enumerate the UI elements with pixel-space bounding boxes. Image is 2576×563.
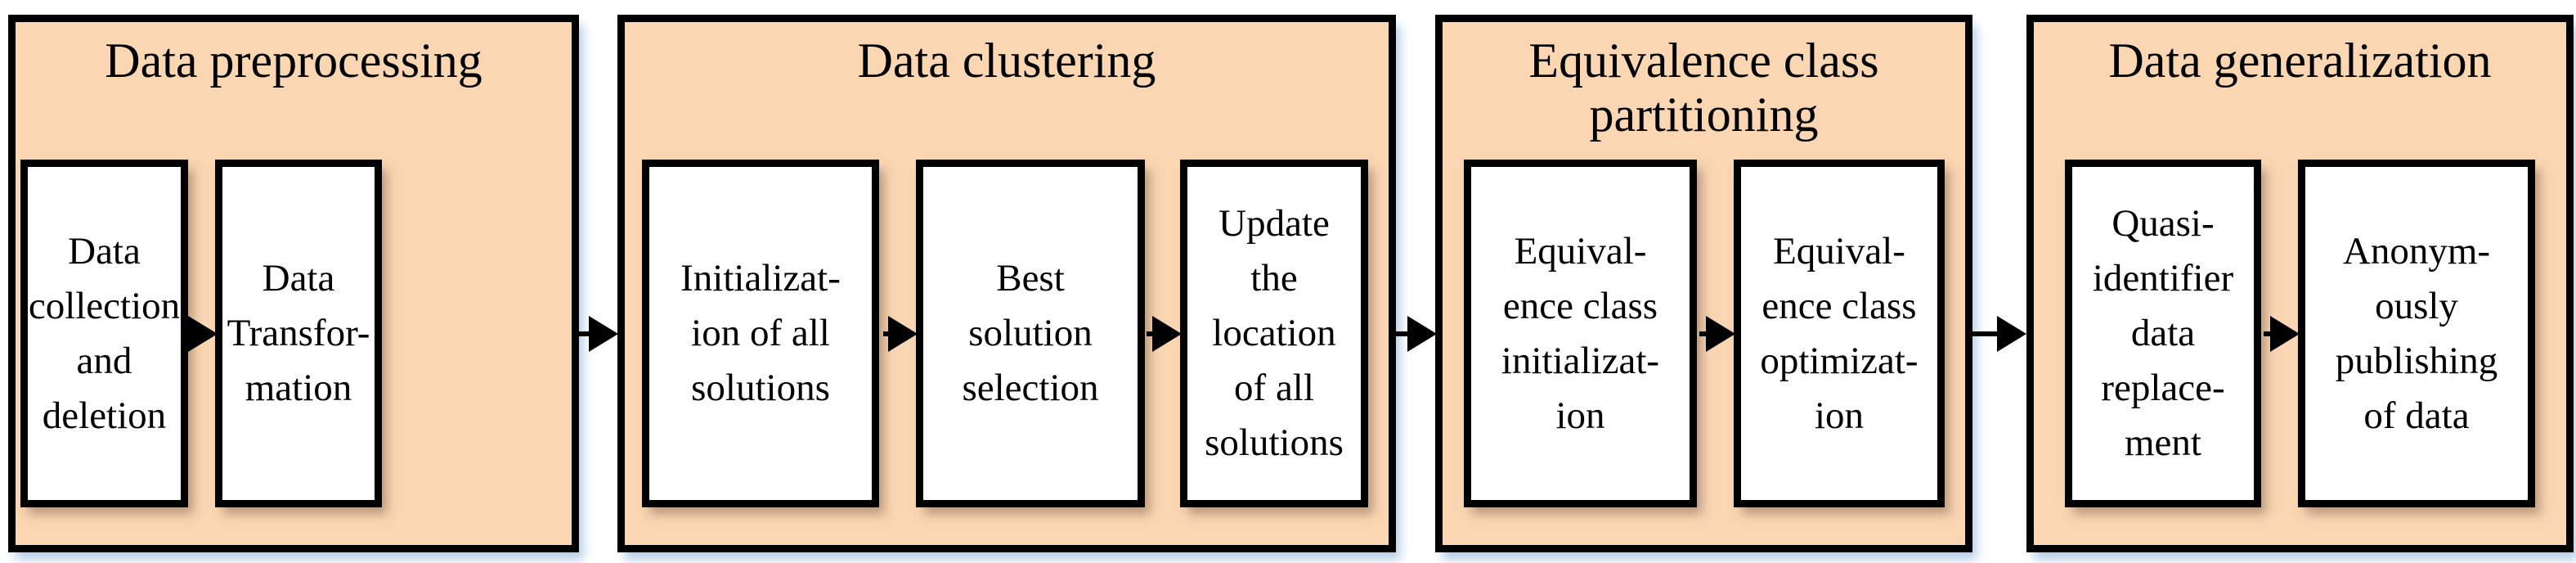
step-box-update-location-of-all-solutions: Update the location of all solutions bbox=[1180, 160, 1368, 507]
arrow-head-icon bbox=[2270, 316, 2300, 352]
arrow-head-icon bbox=[1407, 316, 1437, 352]
step-box-anonymously-publishing-of-data: Anonym- ously publishing of data bbox=[2298, 160, 2535, 507]
flow-arrow bbox=[579, 316, 618, 352]
step-box-data-collection-and-deletion: Data collection and deletion bbox=[20, 160, 188, 507]
step-box-quasi-identifier-data-replacement: Quasi- identifier data replace- ment bbox=[2065, 160, 2261, 507]
flow-arrow bbox=[1394, 316, 1437, 352]
step-box-equivalence-class-initialization: Equival- ence class initializat- ion bbox=[1464, 160, 1697, 507]
flow-arrow bbox=[1971, 316, 2026, 352]
step-box-equivalence-class-optimization: Equival- ence class optimizat- ion bbox=[1734, 160, 1945, 507]
panel-data-clustering: Data clustering Initializat- ion of all … bbox=[617, 15, 1396, 552]
arrow-head-icon bbox=[188, 316, 218, 352]
flow-arrow bbox=[2264, 316, 2300, 352]
arrow-head-icon bbox=[1706, 316, 1735, 352]
panel-data-generalization: Data generalization Quasi- identifier da… bbox=[2026, 15, 2574, 552]
arrow-head-icon bbox=[1152, 316, 1182, 352]
flow-arrow bbox=[1699, 316, 1735, 352]
panel-title: Data preprocessing bbox=[105, 34, 482, 88]
panel-title: Equivalence class partitioning bbox=[1528, 34, 1879, 142]
arrow-head-icon bbox=[1997, 316, 2026, 352]
step-box-best-solution-selection: Best solution selection bbox=[916, 160, 1145, 507]
flow-arrow bbox=[1147, 316, 1182, 352]
flow-arrow bbox=[883, 316, 918, 352]
step-box-initialization-of-all-solutions: Initializat- ion of all solutions bbox=[642, 160, 879, 507]
flow-arrow bbox=[185, 316, 218, 352]
step-box-data-transformation: Data Transfor- mation bbox=[215, 160, 382, 507]
panel-data-preprocessing: Data preprocessing Data collection and d… bbox=[8, 15, 579, 552]
arrow-head-icon bbox=[589, 316, 618, 352]
panel-title: Data generalization bbox=[2108, 34, 2492, 88]
panel-title: Data clustering bbox=[857, 34, 1156, 88]
arrow-head-icon bbox=[888, 316, 918, 352]
panel-equivalence-class-partitioning: Equivalence class partitioning Equival- … bbox=[1435, 15, 1972, 552]
